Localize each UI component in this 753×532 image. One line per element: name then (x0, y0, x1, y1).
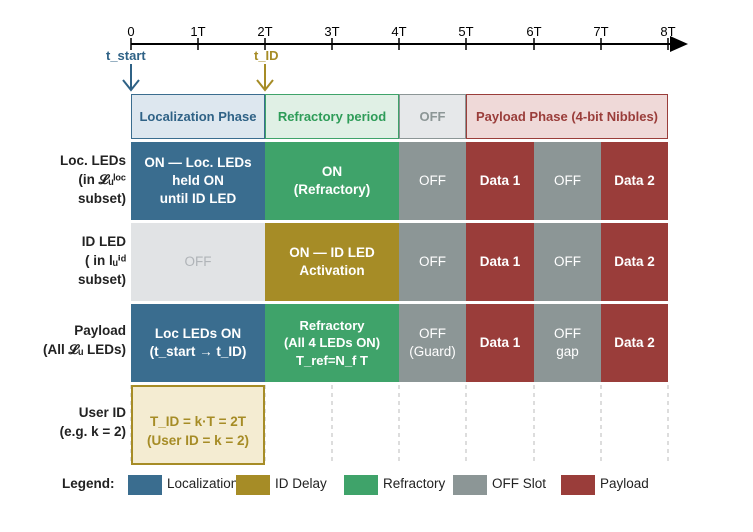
user-id-value: (User ID = k = 2) (146, 432, 250, 448)
legend-label-id-delay: ID Delay (275, 476, 327, 491)
user-id-formula: T_ID = k·T = 2T (149, 414, 247, 429)
id-activation-cell: ON — ID LED Activation (265, 223, 399, 301)
payload-off-guard-cell: OFF (Guard) (399, 304, 466, 382)
row-label-user-id: User ID (e.g. k = 2) (59, 405, 126, 439)
payload-loc-on-cell: Loc LEDs ON (t_start → t_ID) (131, 304, 265, 382)
legend-title: Legend: (62, 476, 115, 491)
tick-label: 3T (324, 24, 340, 39)
tick-label: 4T (391, 24, 407, 39)
legend-label-refractory: Refractory (383, 476, 446, 491)
time-axis-arrowhead (670, 36, 688, 52)
row-label-payload: Payload (All 𝓛ᵤ LEDs) (42, 323, 126, 357)
loc-localization-cell: ON — Loc. LEDs held ON until ID LED (131, 142, 265, 220)
tick-label: 2T (257, 24, 273, 39)
payload-off-gap-cell: OFF gap (534, 304, 601, 382)
loc-refractory-cell: ON (Refractory) (265, 142, 399, 220)
tick-label: 5T (458, 24, 474, 39)
user-id-box (131, 385, 265, 465)
legend-label-off-slot: OFF Slot (492, 476, 547, 491)
user-id-text: T_ID = k·T = 2T (User ID = k = 2) (131, 413, 265, 451)
phase-payload: Payload Phase (4-bit Nibbles) (466, 94, 668, 139)
t-id-label: t_ID (254, 48, 279, 63)
t-start-label: t_start (106, 48, 146, 63)
loc-data2-cell: Data 2 (601, 142, 668, 220)
row-label-loc-leds: Loc. LEDs (in 𝓛ᵤˡᵒᶜ subset) (59, 153, 126, 206)
axis-tick-marks (130, 38, 669, 50)
loc-data1-cell: Data 1 (466, 142, 534, 220)
payload-refractory-cell: Refractory (All 4 LEDs ON) T_ref=N_f T (265, 304, 399, 382)
id-data2-cell: Data 2 (601, 223, 668, 301)
phase-off: OFF (399, 94, 466, 139)
id-data1-cell: Data 1 (466, 223, 534, 301)
legend-swatch-id-delay (236, 475, 270, 495)
payload-data1-cell: Data 1 (466, 304, 534, 382)
payload-data2-cell: Data 2 (601, 304, 668, 382)
t-start-arrow (122, 64, 140, 92)
legend-label-payload: Payload (600, 476, 649, 491)
legend-label-localization: Localization (167, 476, 239, 491)
tick-label: 6T (526, 24, 542, 39)
grid-lines (130, 385, 669, 465)
tick-label: 7T (593, 24, 609, 39)
legend-swatch-localization (128, 475, 162, 495)
tick-label: 8T (660, 24, 676, 39)
legend-swatch-refractory (344, 475, 378, 495)
phase-localization: Localization Phase (131, 94, 265, 139)
tick-label: 0 (127, 24, 135, 39)
id-off-slot-cell: OFF (399, 223, 466, 301)
t-id-arrow (256, 64, 274, 92)
loc-off-cell: OFF (399, 142, 466, 220)
legend-swatch-off-slot (453, 475, 487, 495)
loc-off-gap-cell: OFF (534, 142, 601, 220)
legend-swatch-payload (561, 475, 595, 495)
id-off-gap-cell: OFF (534, 223, 601, 301)
id-off-cell: OFF (131, 223, 265, 301)
tick-label: 1T (190, 24, 206, 39)
phase-refractory: Refractory period (265, 94, 399, 139)
row-label-id-led: ID LED ( in lᵤⁱᵈ subset) (77, 234, 126, 287)
